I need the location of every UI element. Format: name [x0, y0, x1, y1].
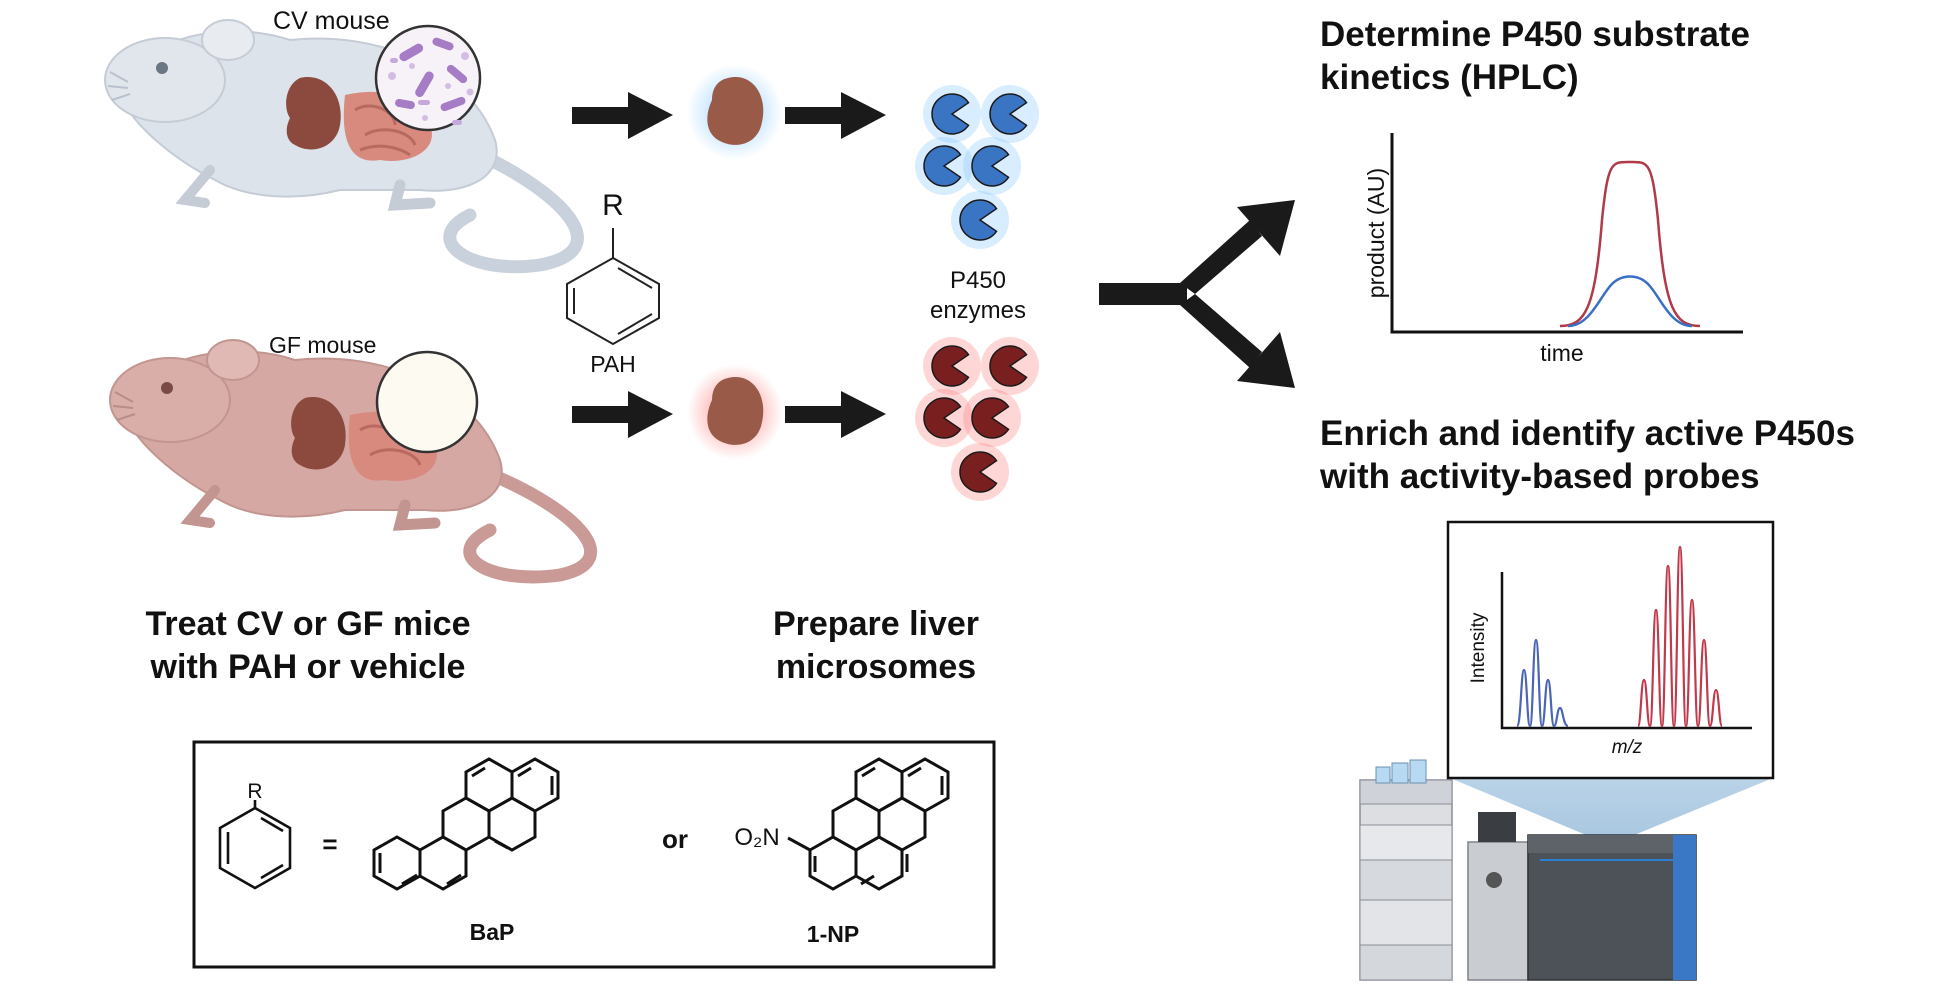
p450-enzyme-cv-icon — [923, 85, 981, 143]
ms-peaks-blue — [1515, 638, 1569, 728]
enzymes-label-line1: P450 — [950, 267, 1006, 294]
arrow-gf-1 — [572, 391, 673, 438]
ms-plot — [1446, 520, 1775, 780]
bap-label: BaP — [470, 919, 515, 945]
treat-line2: with PAH or vehicle — [150, 648, 466, 686]
liver-gf — [687, 364, 783, 460]
ms-xlabel: m/z — [1612, 737, 1643, 758]
pah-structure — [566, 228, 660, 346]
treat-line1: Treat CV or GF mice — [146, 605, 471, 643]
hplc-xlabel: time — [1540, 340, 1583, 366]
cv-mouse-label: CV mouse — [273, 7, 390, 35]
hplc-plot — [1390, 133, 1743, 334]
gf-mouse-illustration — [109, 339, 598, 584]
p450-enzyme-cv-icon — [915, 137, 973, 195]
enrich-line1: Enrich and identify active P450s — [1320, 414, 1855, 453]
kinetics-line2: kinetics (HPLC) — [1320, 58, 1579, 97]
cv-mouse-illustration — [104, 19, 584, 274]
ms-peaks-red — [1636, 545, 1724, 728]
arrows-left — [572, 92, 886, 438]
hplc-ylabel: product (AU) — [1363, 168, 1389, 298]
kinetics-line1: Determine P450 substrate — [1320, 15, 1750, 54]
p450-enzyme-cv-icon — [951, 191, 1009, 249]
pah-label: PAH — [590, 351, 636, 377]
p450-enzyme-gf-icon — [951, 443, 1009, 501]
arrow-cv-1 — [572, 92, 673, 139]
hplc-trace-red — [1559, 160, 1701, 328]
p450-enzyme-gf-icon — [923, 337, 981, 395]
bap-structure — [372, 757, 560, 891]
enzymes-label-line2: enzymes — [930, 297, 1026, 324]
enrich-line2: with activity-based probes — [1319, 457, 1760, 496]
p450-enzyme-cv-icon — [963, 137, 1021, 195]
legend-benzene — [218, 800, 292, 890]
gf-mouse-label: GF mouse — [269, 332, 376, 358]
np-label: 1-NP — [807, 921, 859, 947]
arrow-cv-2 — [785, 92, 886, 139]
p450-enzyme-cv-icon — [981, 85, 1039, 143]
arrow-gf-2 — [785, 391, 886, 438]
legend-substituent: O₂N — [734, 824, 779, 851]
legend-equals: = — [322, 829, 337, 859]
prepare-line1: Prepare liver — [773, 605, 979, 643]
p450-enzyme-gf-icon — [915, 389, 973, 447]
legend-r-label: R — [247, 780, 262, 803]
np-structure — [787, 757, 950, 891]
liver-cv — [687, 64, 783, 160]
fork-arrow — [1099, 200, 1295, 388]
legend-box — [192, 740, 996, 969]
hplc-trace-blue — [1567, 275, 1693, 328]
prepare-line2: microsomes — [776, 648, 976, 686]
gf-enzymes — [915, 337, 1039, 501]
legend-or: or — [662, 824, 688, 854]
p450-enzyme-gf-icon — [981, 337, 1039, 395]
p450-enzyme-gf-icon — [963, 389, 1021, 447]
mass-spec-instrument — [1359, 759, 1773, 981]
pah-r-label: R — [602, 189, 624, 222]
ms-ylabel: Intensity — [1468, 612, 1489, 683]
cv-enzymes — [915, 85, 1039, 249]
